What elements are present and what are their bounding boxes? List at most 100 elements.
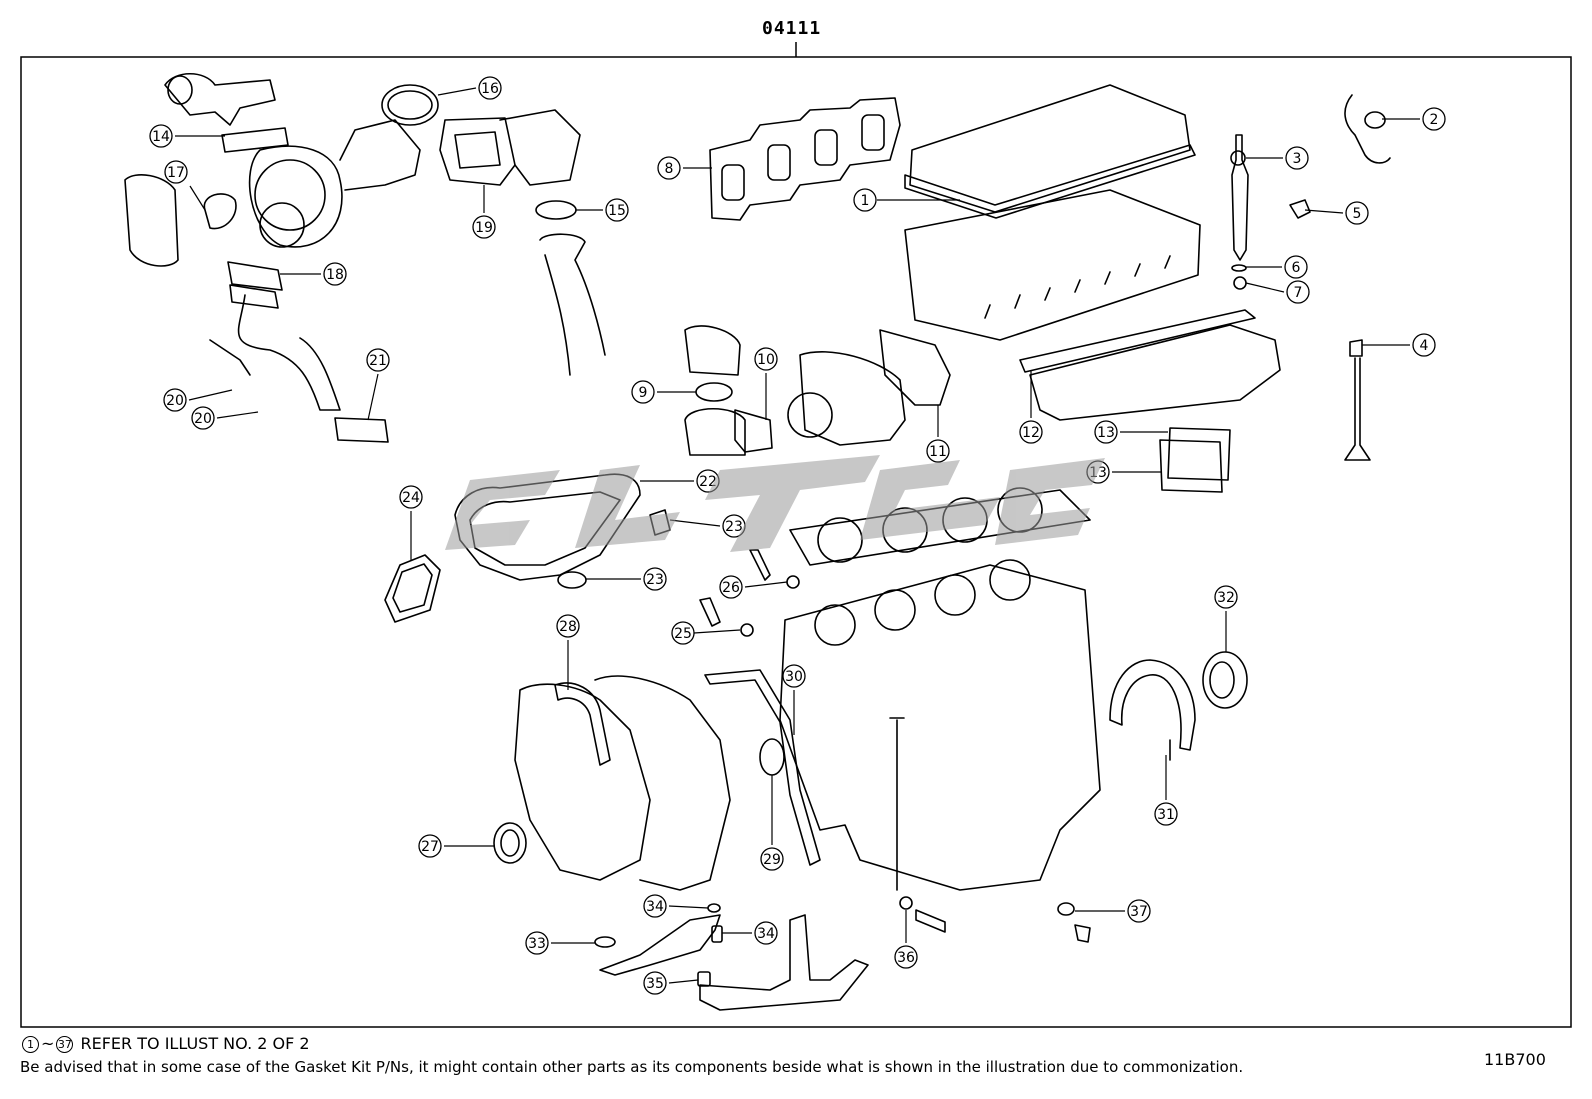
callout-number: 21 [369, 353, 387, 369]
gasket-13-drawing [1167, 427, 1231, 481]
gasket-19-drawing [439, 117, 516, 186]
callout-circle [853, 188, 877, 212]
egr-pipe-drawing [237, 294, 341, 411]
seal-29-drawing [759, 738, 785, 776]
callout-number: 20 [194, 411, 212, 427]
callout-circle [894, 945, 918, 969]
callout-circle [643, 894, 667, 918]
callout-number: 14 [152, 129, 170, 145]
callout-circle [1214, 585, 1238, 609]
callout-circle [323, 262, 347, 286]
callout-number: 23 [725, 519, 743, 535]
seal-32-drawing [1202, 651, 1248, 709]
turbocharger-drawing [124, 73, 421, 267]
gasket-33-drawing [594, 936, 616, 948]
callout-number: 18 [326, 267, 344, 283]
callout-circle [643, 971, 667, 995]
callout-number: 3 [1293, 151, 1302, 167]
callout-circle [760, 847, 784, 871]
callout-circle [754, 347, 778, 371]
gasket-11-drawing [879, 329, 951, 406]
callout-circle [472, 215, 496, 239]
gasket-24-drawing [384, 554, 441, 623]
seal-9-drawing [695, 382, 733, 402]
callout-number: 6 [1292, 260, 1301, 276]
callout-circle [164, 160, 188, 184]
range-start-number: 1 [22, 1036, 39, 1053]
refer-note: 1~37 REFER TO ILLUST NO. 2 OF 2 [20, 1034, 310, 1053]
callout-number: 4 [1420, 338, 1429, 354]
seal-15-drawing [535, 200, 577, 220]
intake-gasket-12-drawing [1019, 309, 1256, 373]
watermark-logo [445, 455, 1105, 552]
callout-number: 12 [1022, 425, 1040, 441]
callout-number: 20 [166, 393, 184, 409]
oil-pump-drawing [599, 914, 721, 976]
callout-circle [191, 406, 215, 430]
seal-27-drawing [493, 822, 527, 864]
callout-number: 35 [646, 976, 664, 992]
callout-number: 1 [861, 193, 870, 209]
sensor-25-drawing [699, 597, 721, 627]
callout-circle [782, 664, 806, 688]
callout-circle [366, 348, 390, 372]
callout-circle [1284, 255, 1308, 279]
kit-part-number: 04111 [762, 18, 822, 39]
gasket-28-drawing [554, 682, 611, 766]
callout-number: 24 [402, 490, 420, 506]
callout-circle [926, 439, 950, 463]
callout-number: 30 [785, 669, 803, 685]
callout-circle [163, 388, 187, 412]
callout-number: 34 [757, 926, 775, 942]
rear-seal-retainer-drawing [1109, 659, 1196, 751]
callout-number: 5 [1353, 206, 1362, 222]
callout-number: 27 [421, 839, 439, 855]
callout-circle [1154, 802, 1178, 826]
callout-number: 2 [1430, 112, 1439, 128]
callout-circle [631, 380, 655, 404]
range-tilde: ~ [41, 1034, 55, 1053]
callout-circle [671, 621, 695, 645]
gasket-23b-drawing [557, 571, 587, 589]
callout-number: 8 [665, 161, 674, 177]
gasket-18-drawing [227, 261, 283, 309]
sensor-2-drawing [1344, 94, 1391, 164]
callout-number: 29 [763, 852, 781, 868]
callout-number: 31 [1157, 807, 1175, 823]
callout-number: 28 [559, 619, 577, 635]
callout-number: 23 [646, 572, 664, 588]
callout-number: 17 [167, 165, 185, 181]
callout-circle [1094, 420, 1118, 444]
callout-number: 16 [481, 81, 499, 97]
callout-circle [719, 575, 743, 599]
injector-drawing [1231, 134, 1249, 261]
callout-circle [1127, 899, 1151, 923]
callout-circle [1019, 420, 1043, 444]
callout-number: 13 [1097, 425, 1115, 441]
callout-circle [149, 124, 173, 148]
callout-circle [399, 485, 423, 509]
callout-number: 10 [757, 352, 775, 368]
gasket-30-drawing [704, 669, 821, 866]
callout-number: 19 [475, 220, 493, 236]
gasket-10-drawing [734, 409, 773, 453]
timing-cover-drawing [514, 683, 651, 881]
callout-circle [754, 921, 778, 945]
plug-36-drawing [899, 896, 913, 910]
disclaimer-text: Be advised that in some case of the Gask… [20, 1058, 1244, 1076]
gasket-21-drawing [334, 417, 389, 443]
diagram-frame [20, 56, 1572, 1028]
callout-circle [643, 567, 667, 591]
callout-number: 7 [1294, 285, 1303, 301]
callout-number: 25 [674, 626, 692, 642]
callout-circle [525, 931, 549, 955]
callout-number: 36 [897, 950, 915, 966]
callout-number: 15 [608, 203, 626, 219]
cylinder-block-drawing [779, 564, 1101, 891]
callout-circle [418, 834, 442, 858]
callout-number: 9 [639, 385, 648, 401]
cylinder-head-drawing [904, 189, 1201, 341]
callout-circle [1286, 280, 1310, 304]
